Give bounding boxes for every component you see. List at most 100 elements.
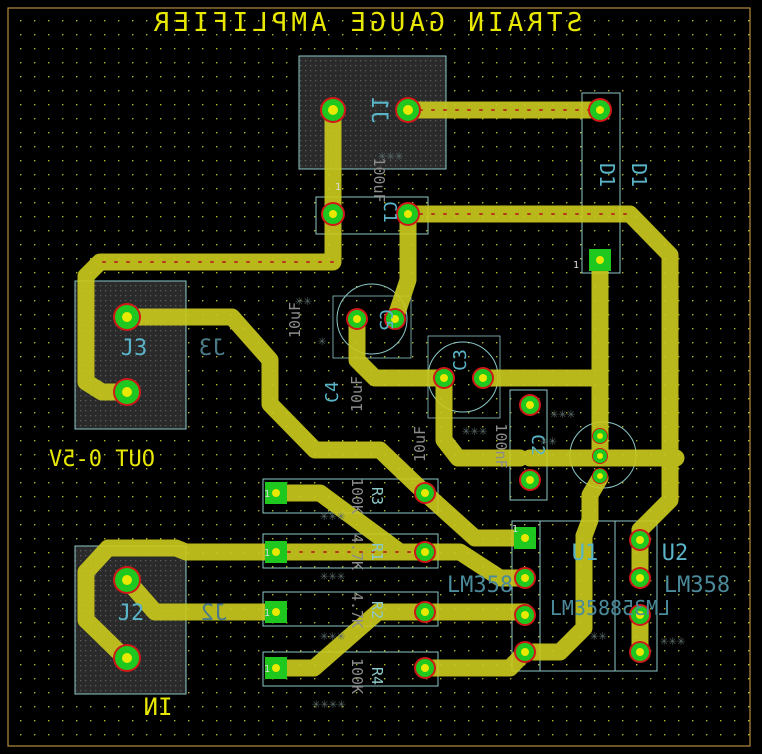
via-cluster: ✳✳ [590,628,607,644]
r2-ref: R2 [368,601,386,619]
pad [629,567,651,589]
pad [629,641,651,663]
via-cluster: ✳✳ [540,433,557,449]
pin-1-marker: 1 [264,548,270,559]
r1-ref: R1 [368,543,386,561]
pin-1-marker: 1 [264,664,270,675]
pad [320,97,346,123]
pin-1-marker: 1 [264,608,270,619]
pad [113,303,141,331]
pad [265,541,287,563]
pad [321,202,345,226]
board-outline [7,7,751,747]
pad [592,468,608,484]
j3-ref: J3 [121,336,148,361]
value-labels: 100uF C1 10uF 10uF 10uF 100nF 100K R3 4.… [286,157,510,694]
pad [113,566,141,594]
ref-labels: J1 J3 J3 J2 J2 D1 D1 C5 C3 C4 C2 U2 U1 L… [118,97,730,626]
pad [396,202,420,226]
pad [629,529,651,551]
pad [433,367,455,389]
c2-value: 100nF [492,423,510,468]
via-cluster: ✳✳ [295,293,312,309]
pad [113,644,141,672]
via-cluster: ✳✳✳ [320,628,346,644]
pin-1-marker: 1 [512,524,518,535]
d1-ref: D1 [595,163,619,187]
r4-ref: R4 [368,667,386,685]
via-clusters: ✳✳✳ ✳✳ ✳ ✳✳✳ ✳✳✳ ✳✳ ✳✳✳ ✳✳✳ ✳✳✳ ✳✳✳✳ ✳✳✳… [295,148,686,712]
u2-ref: U2 [662,541,689,566]
trace-r3-u2 [416,484,534,547]
pin-1-marker: 1 [264,489,270,500]
pad [414,601,436,623]
r2-value: 4.7K [348,592,366,628]
c4-ref: C4 [322,381,343,403]
trace-c3-left-down [435,369,529,467]
pad [589,249,611,271]
via-cluster: ✳✳✳ [462,423,488,439]
trace-c1-d1-right [399,205,679,539]
c3-ref: C3 [450,349,471,371]
pad [265,482,287,504]
c5-ref: C5 [375,309,396,331]
c1-ref: C1 [379,201,400,223]
j2-alt: J2 [201,601,228,626]
u1-ref: U1 [572,541,599,566]
pad [414,541,436,563]
trace-cores [99,109,631,553]
pad [629,604,651,626]
pad [514,604,536,626]
trace-c5-c3 [348,310,453,387]
pad [395,97,421,123]
pin-markers: 1 1 1 1 1 1 1 [264,182,579,675]
pad [514,527,536,549]
pin-1-marker: 1 [573,260,579,271]
label-out: OUT 0-5V [49,447,155,472]
u2-value: LM358 [664,573,730,598]
r1-value: 4.7K [348,534,366,570]
pad [113,378,141,406]
pad [414,482,436,504]
via-cluster: ✳✳✳ [550,406,576,422]
c1-value: 100uF [370,157,388,202]
r3-value: 100K [348,478,366,514]
pad [514,567,536,589]
trace-j3-r3 [118,308,434,502]
via-cluster: ✳✳✳ [320,568,346,584]
r4-value: 100K [348,658,366,694]
j1-ref: J1 [366,97,391,124]
pad [346,308,368,330]
trace-j2-r2 [118,571,285,621]
trace-c1-c5-right [386,205,417,328]
c2-footprint [509,389,548,501]
pad [514,641,536,663]
u2-value-mirror: LM358 [550,596,610,620]
pad [588,98,612,122]
via-cluster: ✳ [318,333,327,349]
pads [113,97,651,679]
board-title: STRAIN GAUGE AMPLIFIER [150,8,582,38]
trace-u2-bottom [516,527,593,661]
c4-value: 10uF [348,376,366,412]
c5-value: 10uF [286,302,304,338]
u1-value: LM358 [447,573,513,598]
c3-value: 10uF [411,426,429,462]
via-cluster: ✳✳✳ [378,148,404,164]
via-cluster: ✳✳✳ [320,508,346,524]
trace-j2-left-loop [77,539,285,669]
c5-box [332,295,412,359]
via-cluster: ✳✳✳✳ [312,696,346,712]
trace-r4-r2 [267,603,434,677]
r3-ref: R3 [368,487,386,505]
c2-ref: C2 [527,434,548,456]
j2-ref: J2 [118,601,145,626]
pad [414,657,436,679]
pin-1-marker: 1 [335,182,341,193]
traces [77,101,685,677]
d1-alt: D1 [627,163,651,187]
c5-footprint [336,283,408,355]
label-in: IN [144,693,173,721]
pad [472,367,494,389]
